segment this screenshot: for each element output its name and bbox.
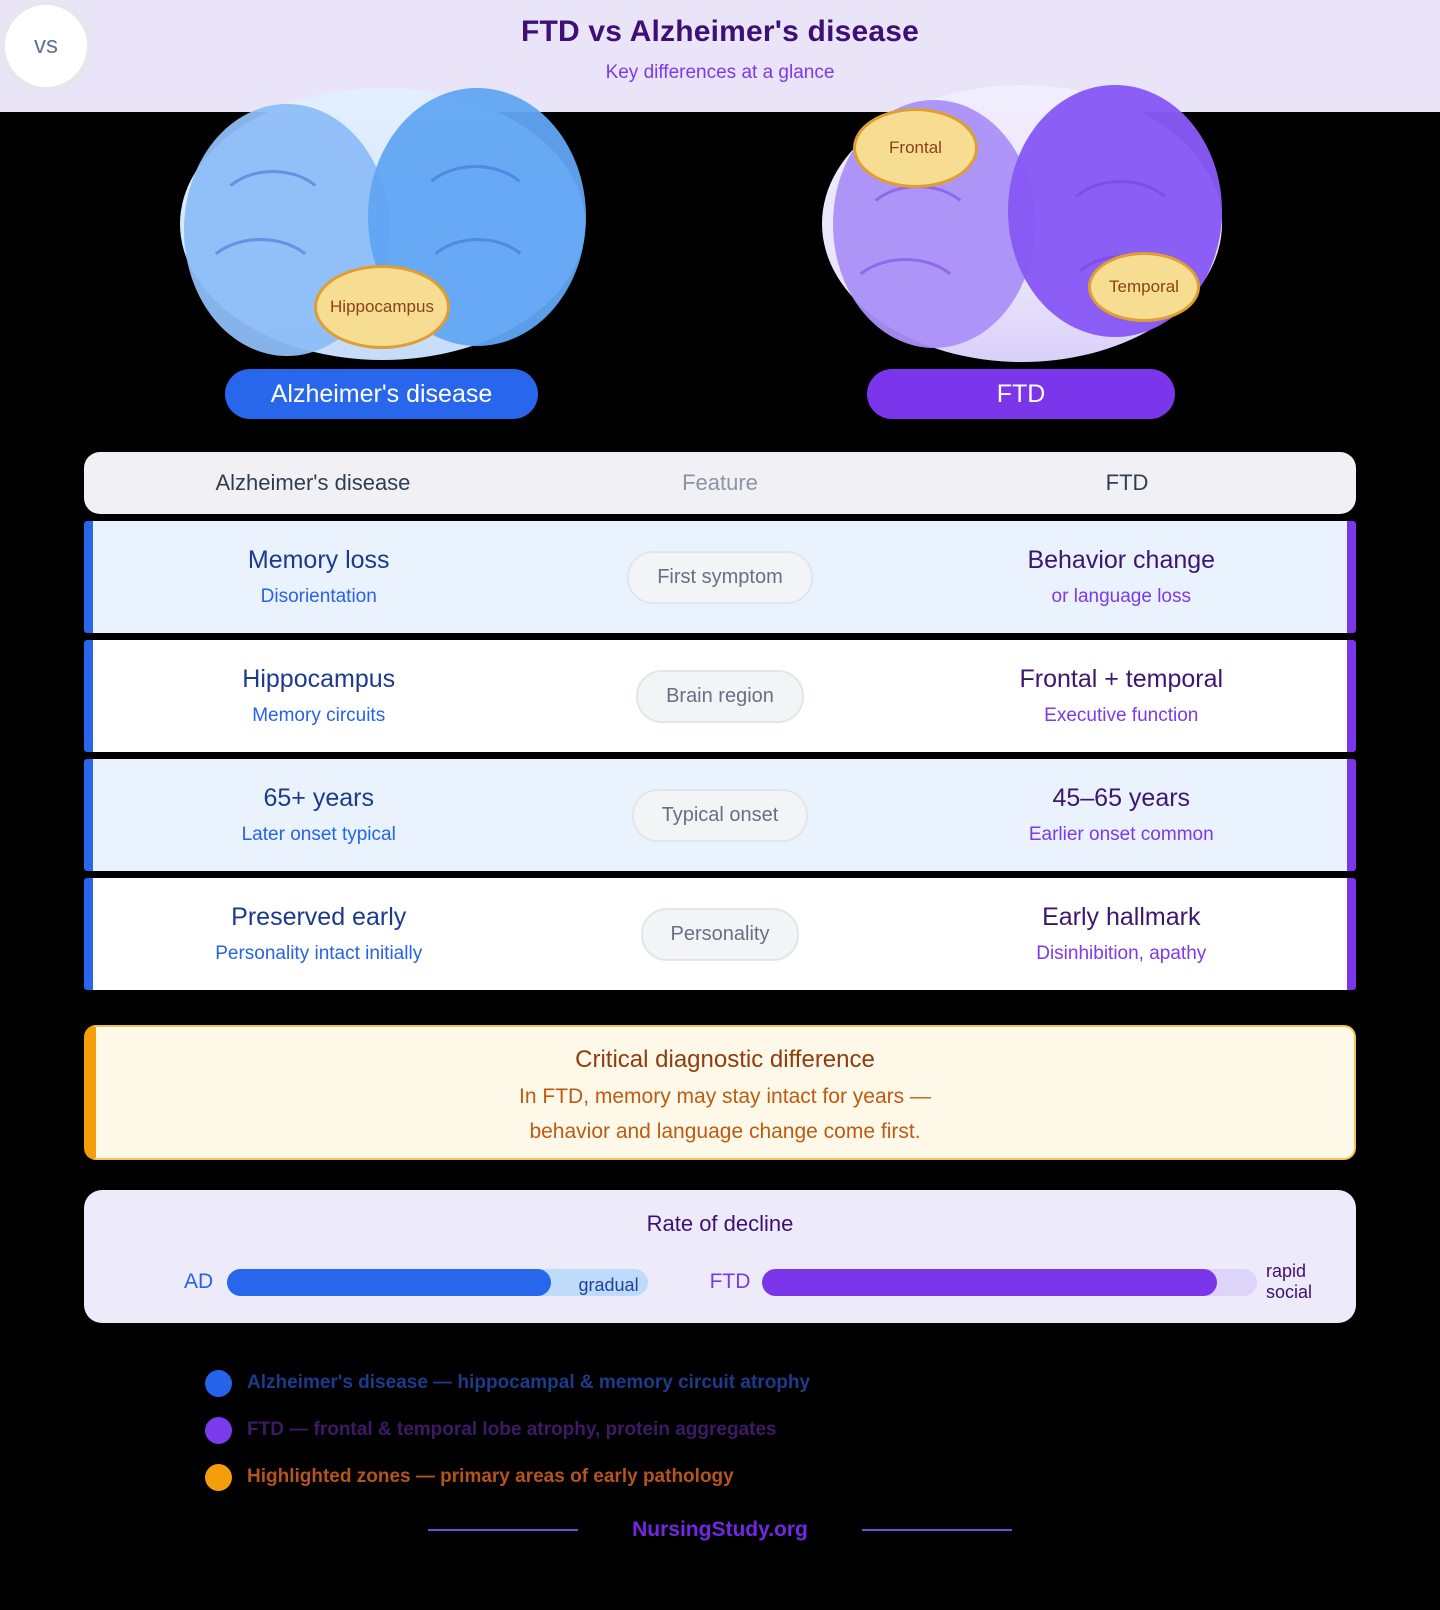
table-row: Memory loss Disorientation First symptom… <box>84 521 1356 633</box>
footer: NursingStudy.org <box>0 1518 1440 1542</box>
callout-line1: In FTD, memory may stay intact for years… <box>519 1085 931 1108</box>
alzheimers-label-pill: Alzheimer's disease <box>225 369 538 419</box>
ftd-label-pill: FTD <box>867 369 1175 419</box>
table-header-ftd: FTD <box>1105 470 1149 495</box>
page-subtitle: Key differences at a glance <box>605 62 835 83</box>
vs-badge: vs <box>0 0 92 92</box>
ad-cell-sub: Memory circuits <box>252 705 386 726</box>
rate-of-decline-panel: Rate of decline AD gradual FTD rapid soc… <box>84 1190 1356 1323</box>
critical-difference-callout: Critical diagnostic difference In FTD, m… <box>84 1025 1356 1160</box>
ad-decline-track: gradual <box>227 1268 648 1296</box>
ad-cell-sub: Later onset typical <box>241 824 396 845</box>
header-band: FTD vs Alzheimer's disease Key differenc… <box>0 0 1440 112</box>
feature-pill: Personality <box>640 907 800 961</box>
feature-pill: Brain region <box>636 669 804 723</box>
page-title: FTD vs Alzheimer's disease <box>520 15 920 48</box>
legend-item-ftd: FTD — frontal & temporal lobe atrophy, p… <box>205 1415 810 1445</box>
callout-line2: behavior and language change come first. <box>529 1120 921 1143</box>
legend-item-label: FTD — frontal & temporal lobe atrophy, p… <box>247 1419 777 1440</box>
ad-gyrus-line <box>420 238 536 324</box>
table-header-row: Alzheimer's disease Feature FTD <box>84 452 1356 514</box>
legend-item-alzheimers: Alzheimer's disease — hippocampal & memo… <box>205 1368 810 1398</box>
ad-cell-main: Hippocampus <box>242 665 396 693</box>
ad-decline-fill <box>227 1268 551 1296</box>
ftd-cell-main: Frontal + temporal <box>1019 665 1224 693</box>
ftd-cell-sub: Executive function <box>1044 705 1199 726</box>
frontal-zone-label: Frontal <box>889 138 942 157</box>
table-row: 65+ years Later onset typical Typical on… <box>84 759 1356 871</box>
ad-gyrus-line <box>200 238 321 324</box>
legend-item-highlighted-zones: Highlighted zones — primary areas of ear… <box>205 1462 810 1492</box>
feature-pill: Typical onset <box>631 788 809 842</box>
brain-comparison-illustration: Hippocampus vs Frontal Temporal Alzheime… <box>0 0 1440 440</box>
table-header-feature: Feature <box>682 470 758 495</box>
ad-gyrus-line <box>215 170 331 256</box>
vs-badge-label: vs <box>34 32 58 59</box>
hippocampus-zone-label: Hippocampus <box>330 297 434 316</box>
table-row: Preserved early Personality intact initi… <box>84 878 1356 990</box>
footer-right-rule <box>861 1529 1012 1531</box>
temporal-zone-label: Temporal <box>1109 277 1179 296</box>
brand-name: NursingStudy.org <box>632 1518 808 1541</box>
hippocampus-zone: Hippocampus <box>314 265 450 349</box>
ftd-cell-main: 45–65 years <box>1052 784 1191 812</box>
ftd-cell-main: Early hallmark <box>1042 903 1201 931</box>
ad-gyrus-line <box>415 165 536 256</box>
ftd-decline-track <box>762 1268 1257 1296</box>
ftd-gyrus-line <box>1060 180 1181 271</box>
ad-cell-sub: Disorientation <box>260 586 377 607</box>
ftd-cell-sub: Earlier onset common <box>1028 824 1214 845</box>
frontal-zone: Frontal <box>853 108 978 188</box>
ad-bar-label: AD <box>184 1270 214 1293</box>
ftd-cell-sub: Disinhibition, apathy <box>1036 943 1207 964</box>
legend-item-label: Alzheimer's disease — hippocampal & memo… <box>247 1372 811 1393</box>
footer-left-rule <box>428 1529 579 1531</box>
ftd-cell-main: Behavior change <box>1027 546 1216 574</box>
purple-dot-icon <box>205 1416 232 1444</box>
comparison-table: Alzheimer's disease Feature FTD Memory l… <box>84 452 1356 990</box>
legend-item-label: Highlighted zones — primary areas of ear… <box>247 1466 734 1487</box>
blue-dot-icon <box>205 1369 232 1397</box>
ftd-decline-note: rapid social <box>1265 1261 1312 1302</box>
callout-title: Critical diagnostic difference <box>575 1046 875 1073</box>
legend: Alzheimer's disease — hippocampal & memo… <box>205 1368 810 1509</box>
ad-decline-note: gradual <box>578 1274 639 1295</box>
ftd-decline-fill <box>762 1268 1218 1296</box>
ftd-bar-label: FTD <box>709 1270 751 1293</box>
ad-cell-main: Preserved early <box>231 903 407 931</box>
ad-cell-main: Memory loss <box>247 546 390 574</box>
ftd-gyrus-line <box>845 258 966 344</box>
ad-cell-main: 65+ years <box>263 784 374 812</box>
rate-of-decline-title: Rate of decline <box>646 1211 794 1236</box>
feature-pill: First symptom <box>627 550 813 604</box>
orange-dot-icon <box>205 1463 232 1491</box>
table-header-alzheimers: Alzheimer's disease <box>215 470 411 495</box>
temporal-zone: Temporal <box>1088 252 1200 322</box>
table-row: Hippocampus Memory circuits Brain region… <box>84 640 1356 752</box>
ad-cell-sub: Personality intact initially <box>215 943 423 964</box>
ftd-cell-sub: or language loss <box>1051 586 1191 607</box>
